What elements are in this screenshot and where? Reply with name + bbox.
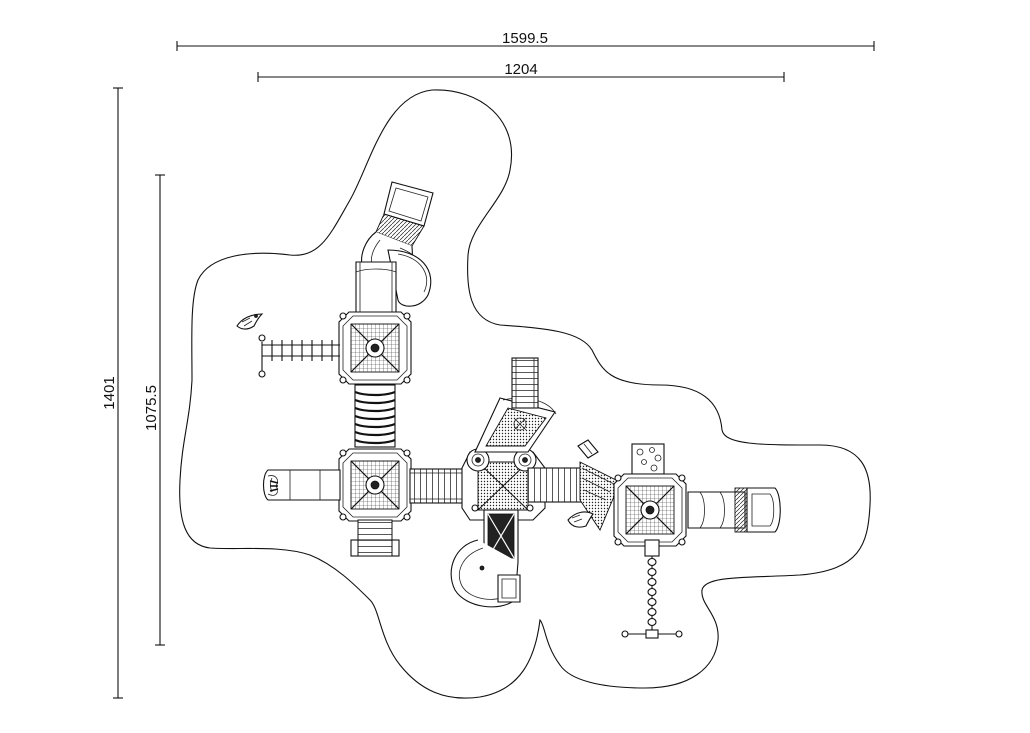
dimension-inner-height: 1075.5 (143, 174, 165, 646)
tube-slide-right (687, 487, 781, 533)
tower-right (613, 473, 687, 547)
tube-slide-top (355, 181, 434, 313)
dimension-inner-width: 1204 (257, 61, 785, 82)
spring-rider-bird-right (567, 511, 594, 528)
steps-bottom-left (350, 519, 400, 557)
spring-rider-bird-left (236, 313, 264, 330)
dimension-inner-width-label: 1204 (504, 61, 537, 78)
safety-zone-outline (179, 89, 871, 699)
chain-climber-right (621, 539, 683, 639)
central-deck (461, 448, 546, 521)
upper-triangle-platform (474, 397, 557, 453)
panel-top-right (631, 443, 665, 475)
play-panel-right (577, 439, 599, 459)
dimension-overall-height: 1401 (101, 87, 123, 699)
slide-left (262, 469, 341, 501)
climbing-ramp-top (511, 357, 539, 409)
tower-top-left (338, 311, 412, 385)
spiral-slide (450, 539, 521, 608)
dimension-inner-height-label: 1075.5 (143, 385, 160, 431)
horizontal-ladder-left (258, 334, 340, 378)
tunnel-vertical-left (354, 384, 396, 448)
dimension-overall-width: 1599.5 (176, 30, 875, 51)
bridge-center-right (527, 467, 583, 503)
tower-bottom-left (338, 448, 412, 522)
dimension-overall-width-label: 1599.5 (502, 30, 548, 47)
dimension-overall-height-label: 1401 (101, 376, 118, 409)
